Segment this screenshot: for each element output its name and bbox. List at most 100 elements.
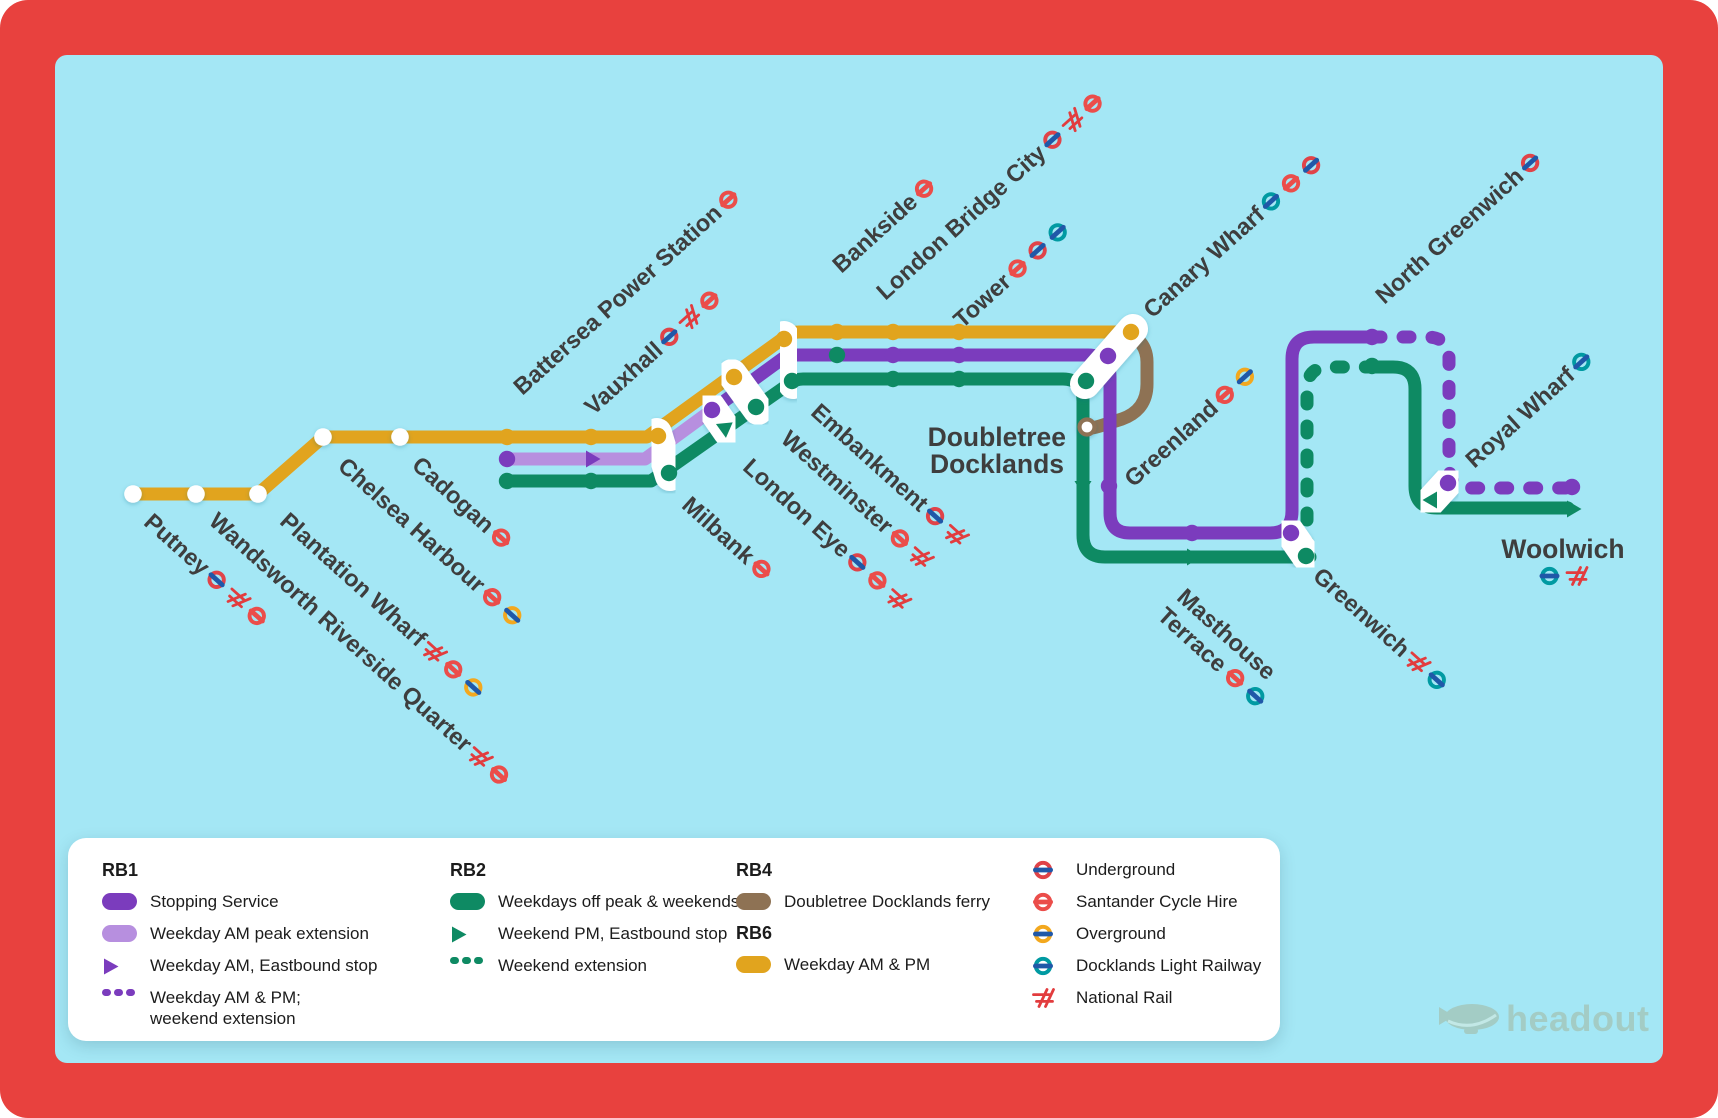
headout-watermark: headout: [1438, 998, 1650, 1040]
station-marker-woolwich: [1557, 469, 1587, 527]
legend-item: Weekend PM, Eastbound stop: [450, 923, 739, 946]
cycle-icon: [890, 529, 910, 548]
station-name-text: Woolwich: [1501, 534, 1624, 564]
station-marker-royal-wharf: [1414, 465, 1465, 518]
station-marker-london-bridge-city: [878, 314, 908, 396]
underground-icon: [207, 570, 226, 589]
station-label-woolwich: Woolwich: [1501, 534, 1625, 586]
route-rb2-weekend-extension: [1300, 360, 1379, 556]
legend-item-label: Weekend extension: [498, 956, 648, 975]
station-name-text: Doubletree: [928, 422, 1066, 452]
legend-mode-overground: Overground: [1030, 922, 1261, 946]
underground-icon: [1028, 241, 1047, 260]
dlr-icon: [1261, 192, 1281, 211]
headout-blimp-icon: [1439, 1004, 1499, 1034]
legend-item: Weekday AM & PM: [736, 954, 990, 977]
legend-group-heading-rb2: RB2: [450, 860, 487, 880]
rail-icon: [1061, 106, 1084, 133]
rb2-dashed-line-swatch: [450, 957, 483, 964]
overground-icon: [1033, 924, 1053, 944]
cycle-icon: [1281, 174, 1301, 193]
cycle-icon: [491, 528, 511, 547]
station-name-text: Milbank: [677, 491, 760, 569]
station-marker-westminster: [769, 321, 808, 399]
rail-icon: [1406, 651, 1432, 673]
legend-item: Weekday AM, Eastbound stop: [102, 955, 377, 978]
station-marker-putney: [124, 485, 142, 503]
rail-icon: [945, 523, 971, 545]
rb1-dashed-line-swatch: [102, 989, 135, 996]
cycle-icon: [483, 588, 502, 607]
underground-icon: [1520, 153, 1540, 173]
rb1_ext-line-swatch: [102, 925, 137, 942]
station-marker-tower: [944, 314, 974, 396]
legend-group-heading-rb1: RB1: [102, 860, 139, 880]
station-label-canary-wharf: Canary Wharf: [1138, 156, 1321, 323]
rail-icon: [226, 587, 252, 609]
station-marker-greenland: [1066, 471, 1125, 501]
legend-item-label: Stopping Service: [150, 892, 279, 911]
station-name-text: Docklands: [930, 449, 1064, 479]
rb6-line-swatch: [736, 956, 771, 973]
dlr-icon: [1427, 670, 1446, 689]
legend-item: Weekdays off peak & weekends: [450, 891, 739, 914]
station-marker-masthouse-terrace: [1177, 516, 1207, 574]
underground-icon: [1301, 156, 1321, 175]
legend-item: Doubletree Docklands ferry: [736, 891, 990, 914]
station-name-text: North Greenwich: [1370, 163, 1528, 309]
cycle-icon: [1215, 385, 1234, 405]
station-label-milbank: Milbank: [677, 491, 771, 579]
cycle-icon: [1033, 892, 1053, 912]
cycle-icon: [489, 765, 509, 784]
cycle-icon: [700, 291, 719, 310]
cycle-icon: [914, 179, 934, 198]
rail-icon: [887, 588, 913, 609]
dlr-icon: [1572, 352, 1591, 372]
station-marker-wandsworth-riverside-quarter: [187, 485, 205, 503]
legend-mode-underground: Underground: [1030, 858, 1261, 882]
station-marker-cadogan: [391, 428, 409, 446]
station-marker-vauxhall: [642, 418, 685, 491]
station-name-text: Vauxhall: [579, 337, 667, 420]
legend-mode-label: National Rail: [1076, 988, 1173, 1008]
station-marker-doubletree-docklands: [1077, 417, 1097, 437]
legend-item: Stopping Service: [102, 891, 377, 914]
legend-item-label: Weekend PM, Eastbound stop: [498, 924, 728, 943]
station-name-text: Canary Wharf: [1138, 201, 1269, 323]
rb2-line-swatch: [450, 893, 485, 910]
rb1-triangle-icon: [104, 958, 119, 975]
legend-mode-dlr: Docklands Light Railway: [1030, 954, 1261, 978]
cycle-icon: [719, 190, 738, 209]
cycle-icon: [752, 559, 771, 579]
legend-group-heading-rb4: RB4: [736, 860, 773, 880]
legend-mode-label: Docklands Light Railway: [1076, 956, 1262, 976]
station-name-text: Royal Wharf: [1460, 361, 1579, 472]
rail-icon: [468, 746, 494, 767]
dlr-icon: [1033, 956, 1053, 976]
underground-icon: [1033, 860, 1053, 880]
legend-item-label: Doubletree Docklands ferry: [784, 892, 990, 911]
dlr-icon: [1048, 223, 1067, 242]
cycle-icon: [1083, 94, 1102, 113]
legend-group-heading-rb6: RB6: [736, 923, 773, 943]
station-name-text: Putney: [139, 508, 215, 580]
legend-mode-label: Underground: [1076, 860, 1176, 880]
station-label-north-greenwich: North Greenwich: [1370, 153, 1540, 309]
station-label-wandsworth-riverside-quarter: Wandsworth Riverside Quarter: [204, 507, 509, 784]
legend-item-label: Weekday AM, Eastbound stop: [150, 956, 378, 975]
rb4-line-swatch: [736, 893, 771, 910]
dlr-icon: [1246, 687, 1265, 706]
legend-item-label: Weekdays off peak & weekends: [498, 892, 740, 911]
legend-item: Weekday AM & PM;weekend extension: [102, 987, 377, 1029]
station-label-greenwich: Greenwich: [1308, 562, 1446, 689]
rail-icon: [1032, 988, 1055, 1008]
rail-icon: [1565, 566, 1589, 586]
station-marker-canary-wharf: [1070, 314, 1148, 399]
legend-mode-cycle: Santander Cycle Hire: [1030, 890, 1261, 914]
station-marker-rb1-rb2-western-terminus: [492, 421, 522, 497]
